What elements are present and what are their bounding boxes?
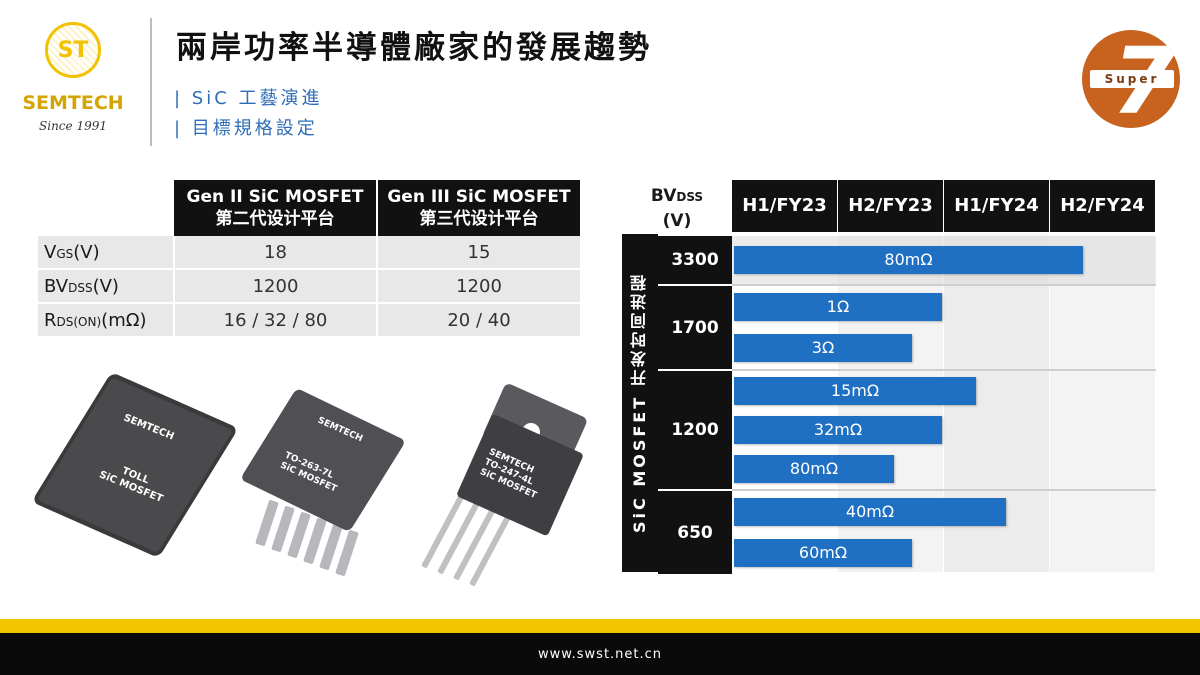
spec-cell: 15: [376, 236, 580, 270]
spec-label-bvdss: BVDSS(V): [38, 269, 174, 304]
roadmap-vertical-label: SiC MOSFET 开发时间进程: [630, 272, 649, 534]
roadmap-period-header: H2/FY23: [838, 180, 943, 232]
spec-col-gen2: Gen II SiC MOSFET 第二代设计平台: [174, 180, 377, 236]
spec-label-rdson: RDS(ON)(mΩ): [38, 303, 174, 338]
roadmap-voltage-label: 1700: [658, 284, 732, 369]
spec-cell: 1200: [173, 269, 377, 304]
roadmap-voltage-label: 650: [658, 489, 732, 574]
spec-cell: 18: [173, 236, 377, 270]
roadmap-period-header: H1/FY23: [732, 180, 837, 232]
logo-badge-text: ST: [57, 37, 89, 63]
roadmap-bar: 1Ω: [734, 292, 942, 321]
super7-word: Super: [1090, 70, 1174, 88]
footer-yellow-band: [0, 619, 1200, 633]
spec-cell: 20 / 40: [376, 303, 580, 338]
spec-cell: 16 / 32 / 80: [173, 303, 377, 338]
roadmap-voltage-label: 3300: [658, 234, 732, 284]
roadmap-row-divider: [732, 284, 1156, 286]
toll-package-body: [31, 372, 239, 558]
roadmap-period-column: [1050, 234, 1155, 572]
semtech-badge-icon: ST: [45, 22, 101, 78]
roadmap-bar: 15mΩ: [734, 376, 976, 405]
roadmap-row-divider: [732, 369, 1156, 371]
roadmap-bar: 80mΩ: [734, 455, 894, 484]
spec-label-vgs: VGS(V): [38, 236, 174, 270]
spec-header-row: Gen II SiC MOSFET 第二代设计平台 Gen III SiC MO…: [38, 180, 580, 236]
page-title: 兩岸功率半導體廠家的發展趨勢: [176, 30, 652, 66]
spec-cell: 1200: [376, 269, 580, 304]
spec-row-bvdss: BVDSS(V) 1200 1200: [38, 269, 580, 304]
roadmap-voltage-label: 1200: [658, 369, 732, 489]
spec-row-vgs: VGS(V) 18 15: [38, 236, 580, 270]
roadmap-bar: 3Ω: [734, 334, 912, 363]
subtitle-spec: | 目標規格設定: [174, 118, 318, 139]
spec-col-gen2-line2: 第二代设计平台: [215, 209, 335, 229]
roadmap-bar: 40mΩ: [734, 497, 1006, 526]
spec-corner: [38, 180, 174, 236]
super7-badge: 7 Super: [1082, 30, 1180, 128]
logo-name: SEMTECH: [22, 92, 124, 114]
header-divider: [150, 18, 152, 146]
spec-col-gen2-line1: Gen II SiC MOSFET: [186, 187, 364, 207]
roadmap-row-divider: [732, 489, 1156, 491]
spec-col-gen3-line2: 第三代设计平台: [419, 209, 539, 229]
spec-col-gen3: Gen III SiC MOSFET 第三代设计平台: [376, 180, 580, 236]
roadmap-bar: 80mΩ: [734, 246, 1083, 274]
subtitle-process: | SiC 工藝演進: [174, 88, 323, 109]
roadmap-bar: 32mΩ: [734, 416, 942, 444]
logo-since: Since 1991: [39, 119, 107, 133]
footer-black-band: [0, 633, 1200, 675]
semtech-logo: ST SEMTECH Since 1991: [18, 22, 128, 137]
footer-url: www.swst.net.cn: [537, 647, 663, 662]
roadmap-bar: 60mΩ: [734, 539, 912, 568]
spec-row-rdson: RDS(ON)(mΩ) 16 / 32 / 80 20 / 40: [38, 303, 580, 338]
spec-table: Gen II SiC MOSFET 第二代设计平台 Gen III SiC MO…: [38, 180, 580, 338]
to247-lead: [469, 511, 513, 587]
roadmap-vertical-bg: [622, 234, 658, 572]
roadmap-period-header: H1/FY24: [944, 180, 1049, 232]
spec-col-gen3-line1: Gen III SiC MOSFET: [387, 187, 571, 207]
roadmap-period-header: H2/FY24: [1050, 180, 1155, 232]
roadmap-bvdss-header: BVDSS (V): [650, 186, 704, 231]
